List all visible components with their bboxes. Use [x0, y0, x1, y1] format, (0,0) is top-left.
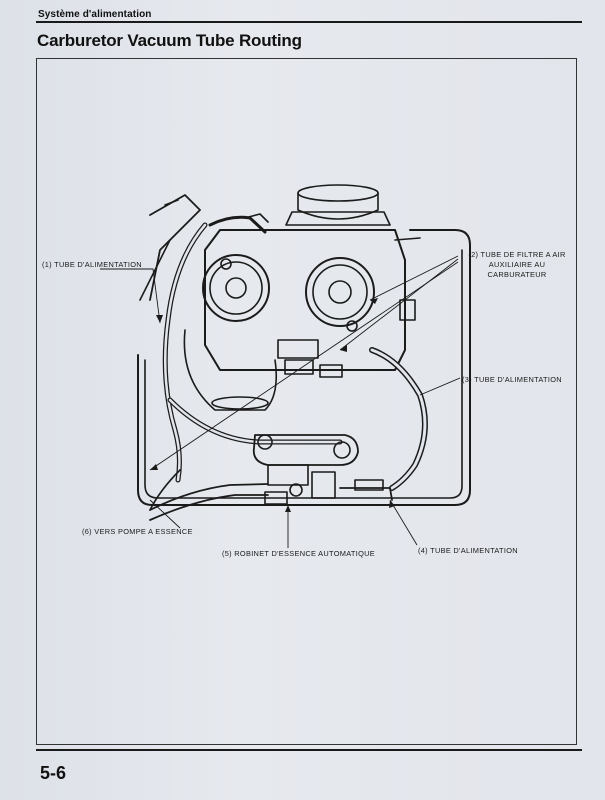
header-rule [36, 21, 582, 23]
page-number: 5-6 [40, 763, 67, 783]
callout-fuel-valve-5: (5) ROBINET D'ESSENCE AUTOMATIQUE [222, 549, 375, 558]
callout-2-line2: AUXILIAIRE AU [488, 260, 546, 269]
page-title: Carburetor Vacuum Tube Routing [37, 31, 302, 50]
callout-air-filter-tube-2: (2) TUBE DE FILTRE A AIR AUXILIAIRE AU C… [458, 250, 576, 280]
callout-fuel-pump-6: (6) VERS POMPE A ESSENCE [82, 527, 193, 536]
callout-fuel-tube-4: (4) TUBE D'ALIMENTATION [418, 546, 518, 555]
callout-fuel-tube-1: (1) TUBE D'ALIMENTATION [42, 260, 142, 269]
callout-2-line3: CARBURATEUR [487, 270, 547, 279]
section-label: Système d'alimentation [38, 9, 152, 20]
figure-frame [36, 58, 577, 745]
callout-2-line1: (2) TUBE DE FILTRE A AIR [468, 250, 566, 259]
footer-rule [36, 749, 582, 751]
callout-fuel-tube-3: (3) TUBE D'ALIMENTATION [462, 375, 562, 384]
